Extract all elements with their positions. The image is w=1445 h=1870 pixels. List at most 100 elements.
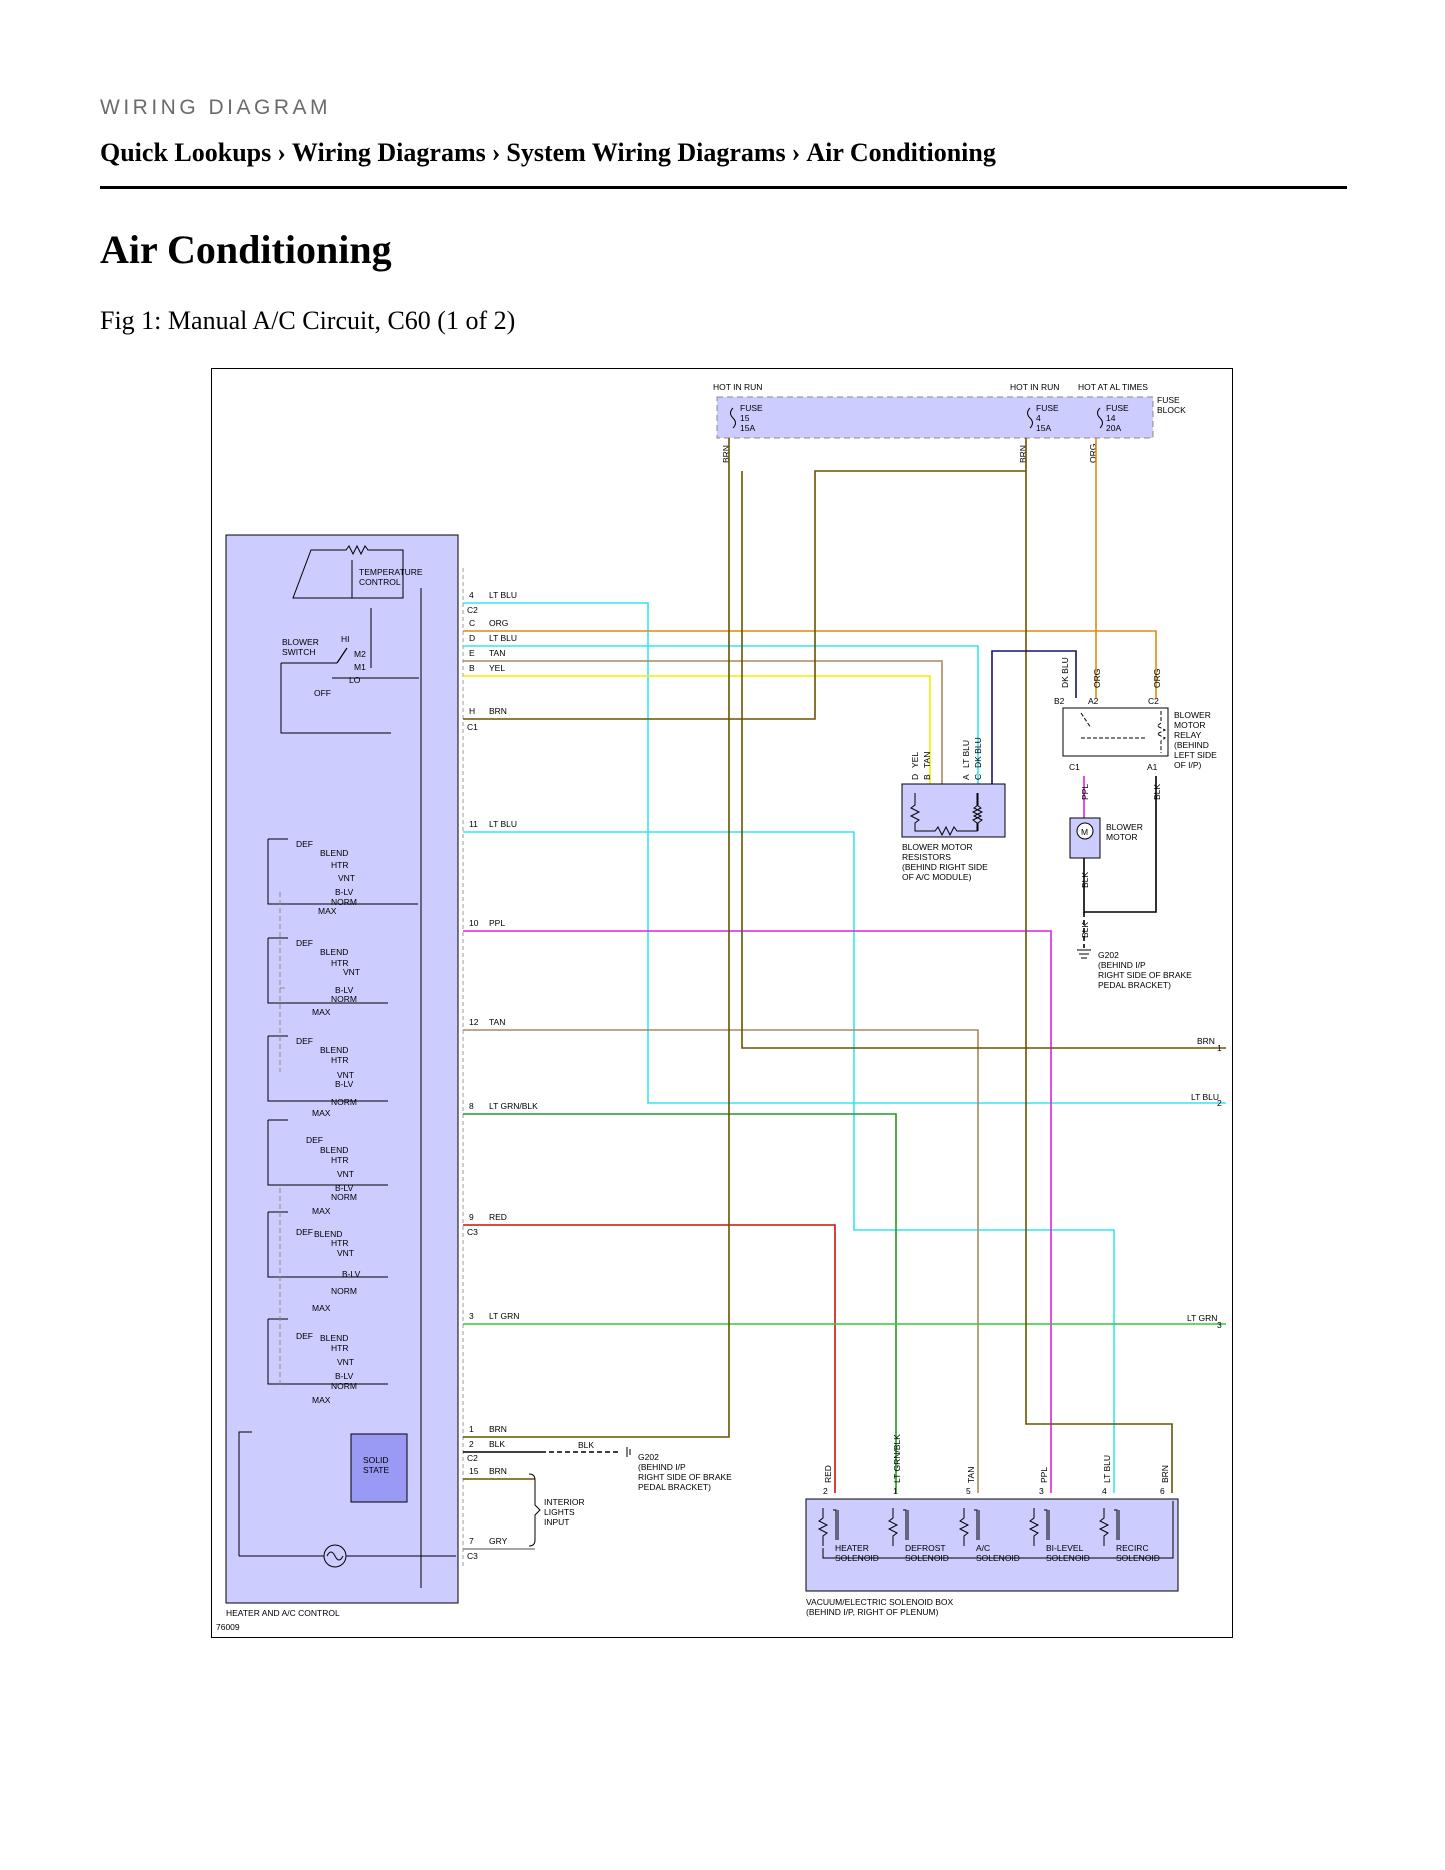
motor-icon bbox=[1076, 822, 1094, 840]
connector-label: C2 bbox=[467, 605, 478, 615]
mode-label-blend: BLEND bbox=[320, 1045, 348, 1055]
mode-label-htr: HTR bbox=[331, 1343, 348, 1353]
solid-state-label: SOLID bbox=[363, 1455, 389, 1465]
mode-label-max: MAX bbox=[312, 1206, 331, 1216]
blower-resistors-label: OF A/C MODULE) bbox=[902, 872, 972, 882]
fuse-4-label: 4 bbox=[1036, 413, 1041, 423]
blower-motor-label: MOTOR bbox=[1106, 832, 1137, 842]
g202-label: G202 bbox=[1098, 950, 1119, 960]
solid-state-label: STATE bbox=[363, 1465, 389, 1475]
g202-label: PEDAL BRACKET) bbox=[1098, 980, 1171, 990]
relay-label: BLOWER bbox=[1174, 710, 1211, 720]
pin-number: H bbox=[469, 706, 475, 716]
interior-lights-label: INPUT bbox=[544, 1517, 570, 1527]
pin-wire-label: BLK bbox=[489, 1439, 505, 1449]
solenoid-wire-labels: RED 2 LT GRN/BLK 1 TAN 5 PPL 3 LT BLU 4 … bbox=[823, 1434, 1170, 1496]
interior-lights-label: LIGHTS bbox=[544, 1507, 575, 1517]
solenoid-coils bbox=[817, 1501, 1174, 1559]
wire-lt-blu bbox=[463, 831, 1115, 1493]
wire-tan bbox=[463, 1029, 979, 1493]
breadcrumb-separator: › bbox=[491, 138, 501, 167]
interior-lights-bracket bbox=[528, 1473, 541, 1547]
pin-wire-label: ORG bbox=[489, 618, 508, 628]
relay-pin: C1 bbox=[1069, 762, 1080, 772]
mode-label-blend: BLEND bbox=[320, 848, 348, 858]
output-wire-label: LT GRN bbox=[1187, 1313, 1217, 1323]
pin-wire-label: RED bbox=[489, 1212, 507, 1222]
mode-label-htr: HTR bbox=[331, 1238, 348, 1248]
mode-label-blend: BLEND bbox=[314, 1229, 342, 1239]
figure-id: 76009 bbox=[216, 1622, 240, 1632]
hot-in-run-label: HOT IN RUN bbox=[713, 382, 762, 392]
wire-brn bbox=[463, 470, 1026, 720]
output-number: 3 bbox=[1217, 1320, 1222, 1330]
pin-wire-label: LT GRN/BLK bbox=[489, 1101, 538, 1111]
mode-label-b-lv: B-LV bbox=[342, 1269, 361, 1279]
pin-number: 4 bbox=[469, 590, 474, 600]
output-number: 1 bbox=[1217, 1043, 1222, 1053]
mode-label-def: DEF bbox=[296, 1331, 313, 1341]
breadcrumb-item-air-conditioning[interactable]: Air Conditioning bbox=[806, 138, 996, 167]
resistor-pin: D bbox=[910, 774, 920, 780]
solenoid-pin: 6 bbox=[1160, 1486, 1165, 1496]
fuse-14-label: 14 bbox=[1106, 413, 1116, 423]
blower-switch-circuit bbox=[280, 662, 391, 734]
breadcrumb: Quick Lookups›Wiring Diagrams›System Wir… bbox=[100, 138, 996, 168]
mode-label-norm: NORM bbox=[331, 1286, 357, 1296]
relay-wire-label: PPL bbox=[1080, 784, 1090, 800]
pin-wire-label: LT GRN bbox=[489, 1311, 519, 1321]
wire-label: BRN bbox=[1018, 445, 1028, 463]
mode-label-blend: BLEND bbox=[320, 947, 348, 957]
g202-label: (BEHIND I/P bbox=[638, 1462, 686, 1472]
pin-number: B bbox=[469, 663, 475, 673]
pin-wire-label: LT BLU bbox=[489, 819, 517, 829]
solenoid-pin: 1 bbox=[893, 1486, 898, 1496]
pin-wire-label: LT BLU bbox=[489, 590, 517, 600]
mode-label-vnt: VNT bbox=[337, 1357, 354, 1367]
solenoid-pin: 5 bbox=[966, 1486, 971, 1496]
section-kicker: WIRING DIAGRAM bbox=[100, 96, 331, 119]
blower-resistors-label: BLOWER MOTOR bbox=[902, 842, 973, 852]
mode-label-vnt: VNT bbox=[337, 1169, 354, 1179]
fuse-symbol bbox=[1027, 407, 1033, 429]
header-divider bbox=[100, 186, 1347, 189]
connector-label: C3 bbox=[467, 1227, 478, 1237]
mode-label-b-lv: B-LV bbox=[335, 1183, 354, 1193]
blower-position-lo: LO bbox=[349, 675, 361, 685]
resistor-network bbox=[909, 793, 984, 837]
relay-wire-label: ORG bbox=[1092, 669, 1102, 688]
solenoid-pin: 4 bbox=[1102, 1486, 1107, 1496]
pin-number: 2 bbox=[469, 1439, 474, 1449]
wiring-diagram-figure: HOT IN RUN HOT IN RUN HOT AT AL TIMES FU… bbox=[211, 368, 1233, 1638]
pin-number: 9 bbox=[469, 1212, 474, 1222]
mode-label-def: DEF bbox=[296, 1227, 313, 1237]
mode-label-norm: NORM bbox=[331, 897, 357, 907]
mode-label-htr: HTR bbox=[331, 860, 348, 870]
pin-wire-label: TAN bbox=[489, 1017, 505, 1027]
ground-icon bbox=[1077, 949, 1091, 959]
ground-wire-label: BLK bbox=[1080, 872, 1090, 888]
mode-label-b-lv: B-LV bbox=[335, 1371, 354, 1381]
relay-pin: A1 bbox=[1147, 762, 1158, 772]
breadcrumb-item-quick-lookups[interactable]: Quick Lookups bbox=[100, 138, 272, 167]
fuse-symbol bbox=[730, 407, 736, 429]
mode-label-htr: HTR bbox=[331, 1055, 348, 1065]
pin-wire-label: TAN bbox=[489, 648, 505, 658]
solenoid-box-label: VACUUM/ELECTRIC SOLENOID BOX bbox=[806, 1597, 954, 1607]
mode-label-max: MAX bbox=[312, 1108, 331, 1118]
mode-label-vnt: VNT bbox=[338, 873, 355, 883]
mode-label-vnt: VNT bbox=[343, 967, 360, 977]
relay-label: OF I/P) bbox=[1174, 760, 1202, 770]
mode-label-def: DEF bbox=[306, 1135, 323, 1145]
wire-yel bbox=[463, 675, 931, 784]
resistor-pin-wire: TAN bbox=[922, 752, 932, 768]
solenoid-label: A/C bbox=[976, 1543, 990, 1553]
wire-blk bbox=[1083, 776, 1157, 913]
breadcrumb-item-wiring-diagrams[interactable]: Wiring Diagrams bbox=[291, 138, 486, 167]
blower-position-m1: M1 bbox=[354, 662, 366, 672]
breadcrumb-separator: › bbox=[277, 138, 286, 167]
connector-pins: 4 LT BLU C2 C ORG D LT BLU E TAN B YEL H… bbox=[462, 568, 538, 1568]
breadcrumb-item-system-wiring-diagrams[interactable]: System Wiring Diagrams bbox=[506, 138, 786, 167]
solenoid-pin: 2 bbox=[823, 1486, 828, 1496]
blower-position-hi: HI bbox=[341, 634, 350, 644]
